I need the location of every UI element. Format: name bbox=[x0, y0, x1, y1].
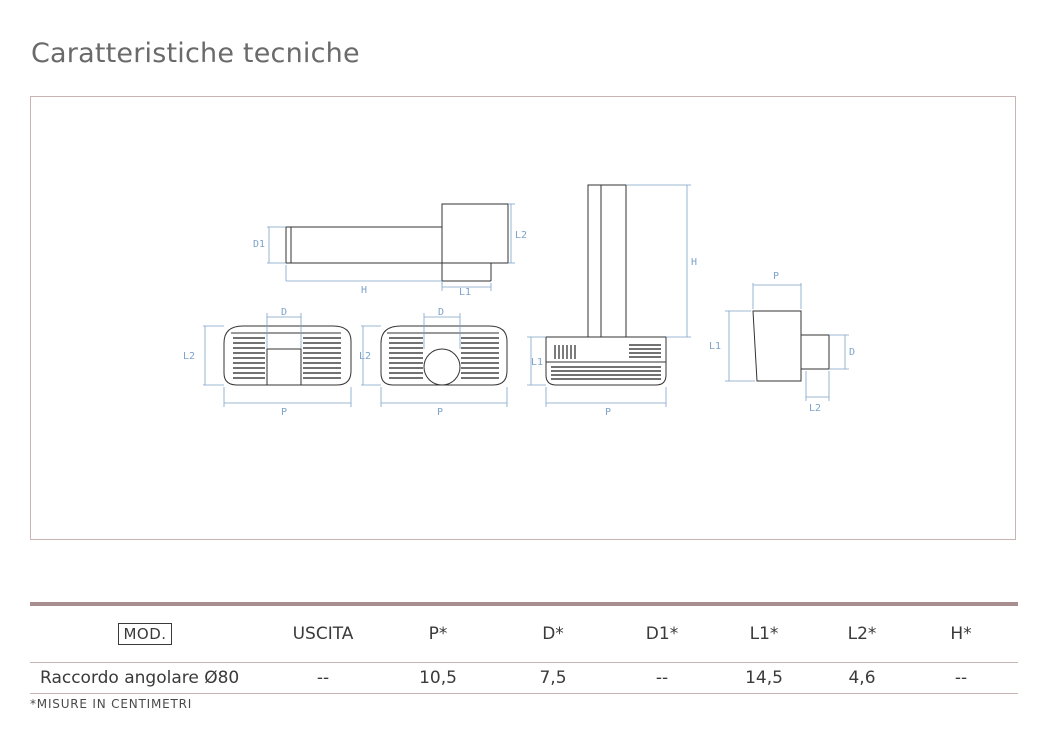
cell-l2: 4,6 bbox=[820, 662, 904, 694]
technical-drawing: D1 L2 H L1 bbox=[183, 184, 855, 418]
page-title: Caratteristiche tecniche bbox=[31, 38, 360, 69]
header-h: H* bbox=[950, 624, 972, 644]
label-d-square: D bbox=[281, 307, 287, 318]
table-row: Raccordo angolare Ø80 -- 10,5 7,5 -- 14,… bbox=[30, 662, 1018, 694]
cell-d1: -- bbox=[616, 662, 708, 694]
label-l2-square: L2 bbox=[183, 351, 195, 362]
label-p-right: P bbox=[773, 271, 779, 282]
header-l1: L1* bbox=[749, 624, 779, 644]
header-d: D* bbox=[542, 624, 564, 644]
spec-table: MOD. USCITA P* D* D1* L1* L2* H* Raccord… bbox=[30, 606, 1018, 694]
cell-uscita: -- bbox=[260, 662, 386, 694]
front-view-square-dimensions bbox=[203, 313, 352, 407]
label-l2-right: L2 bbox=[809, 403, 821, 414]
label-d-right: D bbox=[849, 347, 855, 358]
label-l1-vertical: L1 bbox=[531, 357, 543, 368]
front-view-round-dimensions bbox=[361, 313, 508, 407]
label-d-round: D bbox=[438, 307, 444, 318]
header-uscita: USCITA bbox=[292, 624, 354, 644]
front-view-square-drawing bbox=[223, 325, 352, 386]
table-header-row: MOD. USCITA P* D* D1* L1* L2* H* bbox=[30, 606, 1018, 663]
label-l1: L1 bbox=[459, 287, 471, 298]
header-d1: D1* bbox=[645, 624, 679, 644]
front-view-vertical-dimensions bbox=[527, 184, 691, 407]
cell-model: Raccordo angolare Ø80 bbox=[30, 662, 260, 694]
table-top-rule bbox=[30, 602, 1018, 606]
cell-h: -- bbox=[904, 662, 1018, 694]
label-d1: D1 bbox=[253, 239, 265, 250]
label-p-round: P bbox=[437, 407, 443, 418]
side-view-right-drawing bbox=[752, 310, 830, 382]
cell-d: 7,5 bbox=[490, 662, 616, 694]
mod-box: MOD. bbox=[118, 623, 172, 645]
header-l2: L2* bbox=[847, 624, 877, 644]
label-h-vertical: H bbox=[691, 257, 697, 268]
side-view-drawing bbox=[285, 203, 509, 282]
side-view-right-dimensions bbox=[725, 283, 849, 401]
label-l1-right: L1 bbox=[709, 341, 721, 352]
label-p-vertical: P bbox=[605, 407, 611, 418]
label-l2-round: L2 bbox=[359, 351, 371, 362]
label-l2: L2 bbox=[515, 230, 527, 241]
front-view-vertical-drawing bbox=[545, 184, 667, 386]
label-h: H bbox=[361, 285, 367, 296]
technical-drawing-frame: D1 L2 H L1 bbox=[30, 96, 1016, 540]
cell-p: 10,5 bbox=[386, 662, 490, 694]
side-view-dimensions bbox=[267, 203, 515, 291]
footnote: *MISURE IN CENTIMETRI bbox=[30, 697, 193, 711]
label-p-square: P bbox=[281, 407, 287, 418]
header-p: P* bbox=[428, 624, 448, 644]
header-mod: MOD. bbox=[30, 606, 260, 663]
front-view-round-drawing bbox=[380, 325, 508, 386]
cell-l1: 14,5 bbox=[708, 662, 820, 694]
